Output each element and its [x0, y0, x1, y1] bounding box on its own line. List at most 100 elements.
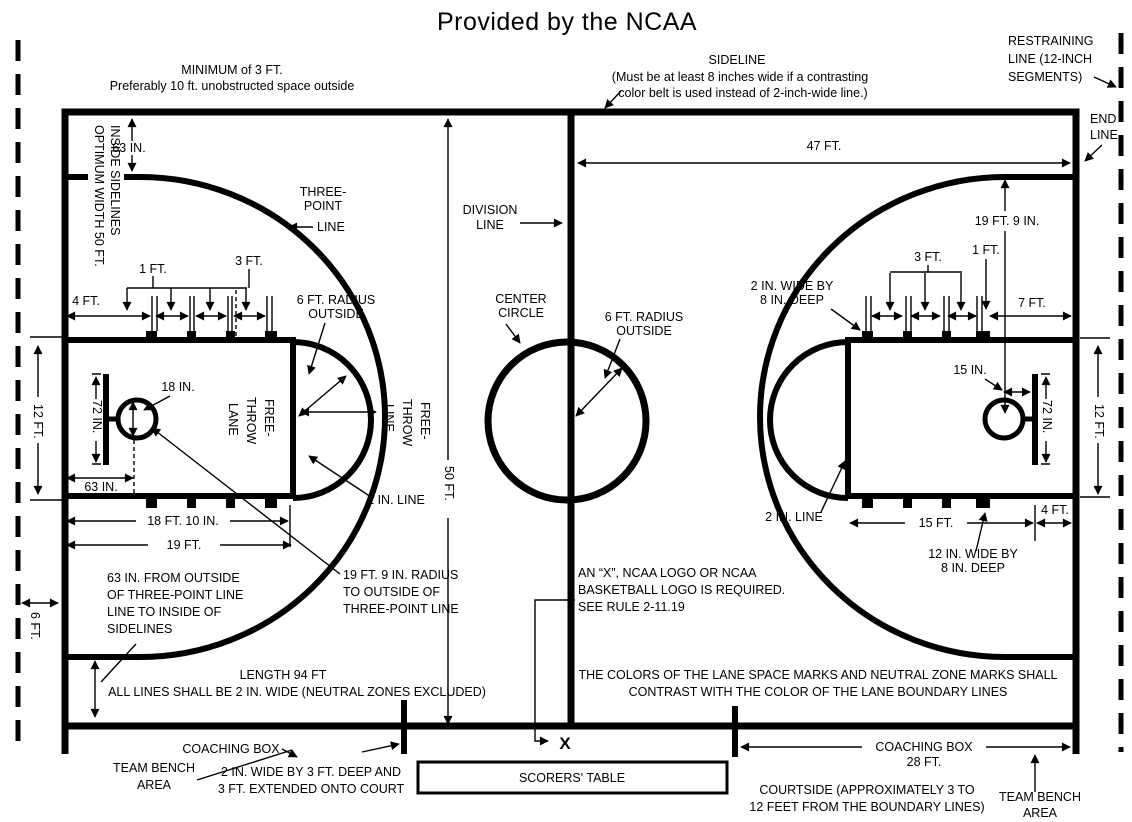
dim-15in: 15 IN. — [953, 363, 986, 377]
label-team-bench-left-1: TEAM BENCH — [113, 761, 195, 775]
label-team-bench-right-2: AREA — [1023, 806, 1058, 820]
label-courtside-2: 12 FEET FROM THE BOUNDARY LINES) — [749, 800, 984, 814]
label-outside63-4: SIDELINES — [107, 622, 172, 636]
label-ft-line-1: FREE- — [418, 402, 432, 440]
label-optimum-width-2: INSIDE SIDELINES — [108, 125, 122, 235]
dim-47ft: 47 FT. — [807, 139, 842, 153]
label-restraining-3: SEGMENTS) — [1008, 70, 1082, 84]
dim-72in-right: 72 IN. — [1040, 400, 1054, 433]
label-team-bench-right-1: TEAM BENCH — [999, 790, 1081, 804]
label-ft-lane-1: FREE- — [262, 399, 276, 437]
label-division-2: LINE — [476, 218, 504, 232]
label-radius6-center-1: 6 FT. RADIUS — [605, 310, 684, 324]
dim-coaching-28ft: 28 FT. — [907, 755, 942, 769]
label-2in-line-left: 2 IN. LINE — [367, 493, 425, 507]
label-sideline: SIDELINE — [709, 53, 766, 67]
dim-15ft: 15 FT. — [919, 516, 954, 530]
label-outside63-2: OF THREE-POINT LINE — [107, 588, 243, 602]
dim-1ft-right: 1 FT. — [972, 243, 1000, 257]
scorers-table-box — [416, 760, 729, 795]
dim-50ft: 50 FT. — [442, 466, 456, 501]
label-ft-lane-2: THROW — [244, 397, 258, 444]
label-three-point-3: LINE — [317, 220, 345, 234]
free-throw-circle-left — [292, 339, 374, 501]
label-end-line-1: END — [1090, 112, 1116, 126]
label-outside63-1: 63 IN. FROM OUTSIDE — [107, 571, 240, 585]
label-center-circle-2: CIRCLE — [498, 306, 544, 320]
label-x-rule-1: AN “X”, NCAA LOGO OR NCAA — [578, 566, 757, 580]
label-center-circle-1: CENTER — [495, 292, 546, 306]
label-bench-marks-1: 2 IN. WIDE BY 3 FT. DEEP AND — [221, 765, 401, 779]
label-sideline-note-1: (Must be at least 8 inches wide if a con… — [612, 70, 868, 84]
lane-left — [62, 337, 296, 499]
label-length-1: LENGTH 94 FT — [240, 668, 327, 682]
label-radius6-left-1: 6 FT. RADIUS — [297, 293, 376, 307]
label-radius19-3: THREE-POINT LINE — [343, 602, 459, 616]
label-backplates — [88, 120, 986, 754]
free-throw-circle-right — [767, 339, 849, 501]
label-bench-marks-2: 3 FT. EXTENDED ONTO COURT — [218, 782, 405, 796]
label-2in-line-right: 2 IN. LINE — [765, 510, 823, 524]
dim-4ft-right: 4 FT. — [1041, 503, 1069, 517]
label-coaching-box-right: COACHING BOX — [875, 740, 973, 754]
lane-space-marks-right — [862, 331, 990, 508]
court-boundary — [61, 108, 1080, 757]
lane-tick-marks — [151, 296, 983, 331]
label-restraining-2: LINE (12-INCH — [1008, 52, 1092, 66]
page-title: Provided by the NCAA — [437, 8, 697, 36]
dim-1ft-left: 1 FT. — [139, 262, 167, 276]
three-point-line-right — [757, 174, 1076, 660]
dim-12ft-left: 12 FT. — [31, 404, 45, 439]
label-ft-lane-3: LANE — [226, 403, 240, 436]
lane-space-marks-left — [146, 331, 277, 508]
label-restraining-1: RESTRAINING — [1008, 34, 1093, 48]
label-radius19-2: TO OUTSIDE OF — [343, 585, 440, 599]
label-min-space-2: Preferably 10 ft. unobstructed space out… — [110, 79, 355, 93]
dim-19ft: 19 FT. — [167, 538, 202, 552]
lane-right — [845, 337, 1079, 499]
label-end-line-2: LINE — [1090, 128, 1118, 142]
dim-63in-top: 63 IN. — [112, 141, 145, 155]
dim-3ft-left: 3 FT. — [235, 254, 263, 268]
label-marks-2in-2: 8 IN. DEEP — [760, 293, 824, 307]
three-point-lines — [65, 174, 1076, 660]
label-ft-line-3: LINE — [382, 404, 396, 432]
restraining-lines — [15, 33, 1124, 752]
label-marks-12in-1: 12 IN. WIDE BY — [928, 547, 1018, 561]
dim-4ft-left: 4 FT. — [72, 294, 100, 308]
label-min-space-1: MINIMUM of 3 FT. — [181, 63, 282, 77]
label-radius6-left-2: OUTSIDE — [308, 307, 364, 321]
label-team-bench-left-2: AREA — [137, 778, 172, 792]
label-three-point-2: POINT — [304, 199, 343, 213]
hoop-left — [115, 397, 159, 441]
label-colors-1: THE COLORS OF THE LANE SPACE MARKS AND N… — [578, 668, 1057, 682]
label-x-rule-2: BASKETBALL LOGO IS REQUIRED. — [578, 583, 785, 597]
label-three-point-1: THREE- — [300, 185, 347, 199]
label-outside63-3: LINE TO INSIDE OF — [107, 605, 222, 619]
dim-3ft-right: 3 FT. — [914, 250, 942, 264]
label-division-1: DIVISION — [463, 203, 518, 217]
labels: Provided by the NCAA MINIMUM of 3 FT. Pr… — [28, 8, 1118, 820]
label-courtside-1: COURTSIDE (APPROXIMATELY 3 TO — [759, 783, 975, 797]
label-sideline-note-2: color belt is used instead of 2-inch-wid… — [618, 86, 867, 100]
label-coaching-box-left: COACHING BOX — [182, 742, 280, 756]
label-x-rule-3: SEE RULE 2-11.19 — [578, 600, 685, 614]
dim-72in-left: 72 IN. — [90, 400, 104, 433]
dim-19ft9in: 19 FT. 9 IN. — [975, 214, 1040, 228]
dim-63in-hoop: 63 IN. — [84, 480, 117, 494]
center-circle — [484, 338, 650, 504]
label-radius19-1: 19 FT. 9 IN. RADIUS — [343, 568, 458, 582]
hoop-right — [982, 397, 1026, 441]
label-marks-2in-1: 2 IN. WIDE BY — [751, 279, 834, 293]
label-optimum-width-1: OPTIMUM WIDTH 50 FT. — [92, 125, 106, 267]
baskets — [103, 374, 1038, 465]
label-ft-line-2: THROW — [400, 399, 414, 446]
label-scorers-table: SCORERS' TABLE — [519, 771, 625, 785]
label-length-2: ALL LINES SHALL BE 2 IN. WIDE (NEUTRAL Z… — [108, 685, 486, 699]
label-colors-2: CONTRAST WITH THE COLOR OF THE LANE BOUN… — [629, 685, 1008, 699]
dim-6ft: 6 FT. — [28, 612, 42, 640]
dim-18in: 18 IN. — [161, 380, 194, 394]
three-point-line-left — [65, 174, 388, 660]
